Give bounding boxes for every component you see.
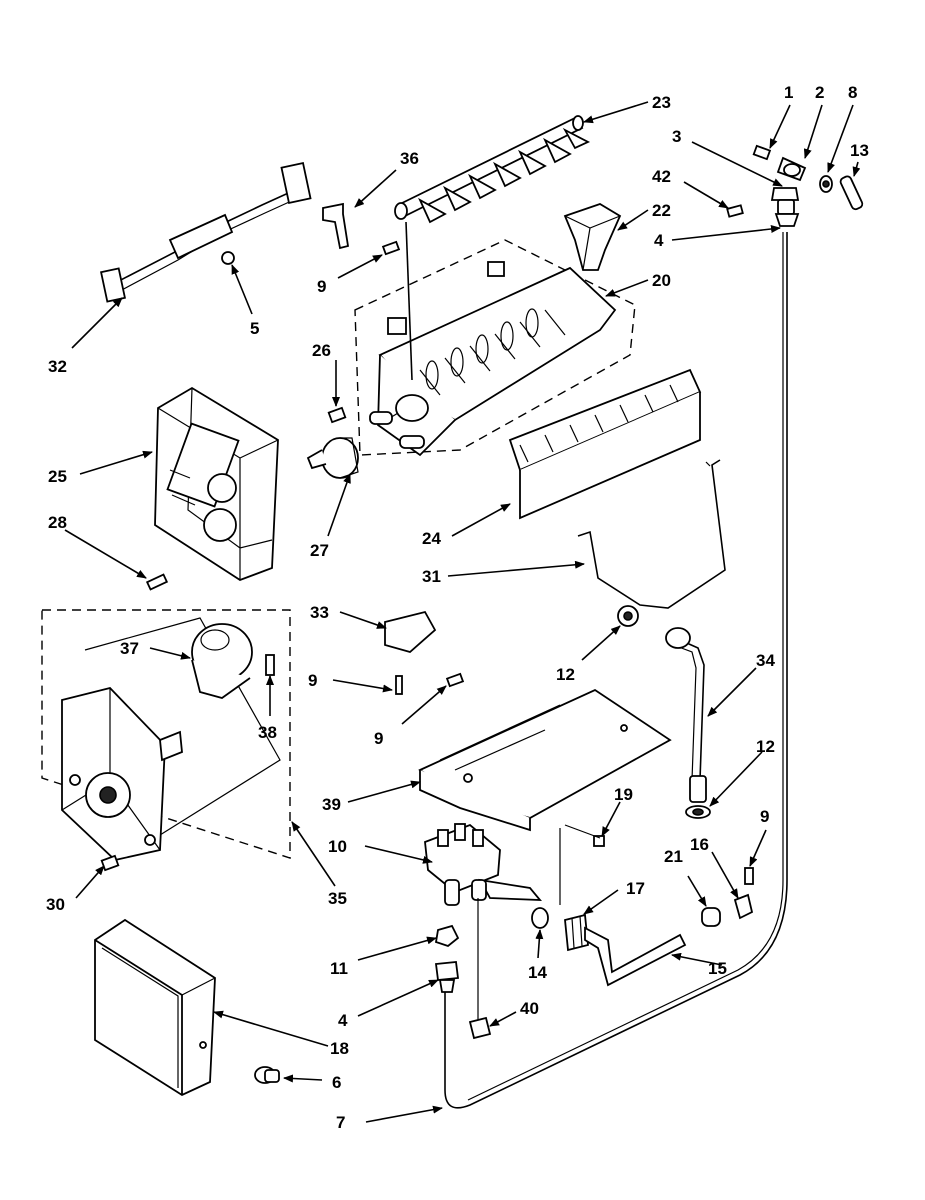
label-1: 1 (784, 83, 793, 102)
screw-part-26 (327, 406, 347, 424)
nut-part-11 (434, 924, 460, 948)
fitting-part-17 (564, 913, 589, 952)
screw-part-28 (145, 573, 169, 591)
label-10: 10 (328, 837, 347, 856)
stripper-part-24 (508, 368, 702, 520)
label-8: 8 (848, 83, 857, 102)
label-5: 5 (250, 319, 259, 338)
label-31: 31 (422, 567, 441, 586)
sleeve-part-4-bottom (434, 961, 460, 993)
label-12-bottom: 12 (756, 737, 775, 756)
label-37: 37 (120, 639, 139, 658)
ejector-rake-part-23 (394, 115, 591, 224)
label-34: 34 (756, 651, 775, 670)
label-23: 23 (652, 93, 671, 112)
mounting-plate-part-39 (418, 688, 672, 832)
label-11: 11 (330, 959, 348, 978)
label-35: 35 (328, 889, 347, 908)
label-32: 32 (48, 357, 67, 376)
fill-cup-part-22 (563, 203, 622, 271)
label-6: 6 (332, 1073, 341, 1092)
label-40: 40 (520, 999, 539, 1018)
label-14: 14 (528, 963, 547, 982)
label-33: 33 (310, 603, 329, 622)
label-16: 16 (690, 835, 709, 854)
label-12-top: 12 (556, 665, 575, 684)
fill-tube-part-15 (584, 926, 687, 987)
motor-housing-part-25 (154, 386, 279, 582)
part-number-labels: 1 2 8 13 3 42 4 23 36 22 20 9 32 5 26 25… (46, 83, 869, 1132)
label-28: 28 (48, 513, 67, 532)
water-valve-part-10 (424, 823, 542, 1020)
label-36: 36 (400, 149, 419, 168)
screw-part-38 (265, 654, 275, 676)
washer-part-12-top (617, 605, 639, 627)
label-13: 13 (850, 141, 869, 160)
cover-part-18 (94, 918, 216, 1097)
water-supply-tube (444, 232, 788, 1109)
label-30: 30 (46, 895, 65, 914)
motor-part-37 (191, 623, 253, 699)
label-9-right: 9 (760, 807, 769, 826)
label-9-low: 9 (374, 729, 383, 748)
label-2: 2 (815, 83, 824, 102)
screw-part-9a (381, 240, 401, 256)
label-21: 21 (664, 847, 683, 866)
label-9-mid: 9 (308, 671, 317, 690)
plug-part-6 (254, 1066, 280, 1084)
label-27: 27 (310, 541, 329, 560)
label-22: 22 (652, 201, 671, 220)
label-9-top: 9 (317, 277, 326, 296)
label-25: 25 (48, 467, 67, 486)
leader-lines (64, 101, 861, 1123)
control-module-part-35 (61, 617, 281, 861)
washer-part-12-bottom (685, 805, 711, 819)
washer-part-14 (531, 907, 549, 929)
grommet-part-21 (701, 907, 721, 927)
clip-part-33 (384, 610, 437, 653)
label-4-bottom: 4 (338, 1011, 348, 1030)
label-19: 19 (614, 785, 633, 804)
ice-mold-part-20 (369, 261, 617, 457)
label-17: 17 (626, 879, 645, 898)
label-7: 7 (336, 1113, 345, 1132)
clamp-part-16 (733, 893, 754, 920)
screw-part-19 (593, 835, 605, 847)
label-39: 39 (322, 795, 341, 814)
label-38: 38 (258, 723, 277, 742)
shutoff-arm-part-31 (577, 459, 726, 609)
motor-part-27 (306, 437, 359, 479)
label-15: 15 (708, 959, 727, 978)
nut-part-40 (468, 1016, 492, 1040)
label-42: 42 (652, 167, 671, 186)
wire-harness-part-32 (100, 162, 312, 303)
bracket-part-36 (322, 202, 350, 250)
water-hose-part-34 (665, 627, 707, 803)
label-26: 26 (312, 341, 331, 360)
label-20: 20 (652, 271, 671, 290)
label-18: 18 (330, 1039, 349, 1058)
label-4-top: 4 (654, 231, 664, 250)
label-24: 24 (422, 529, 441, 548)
screw-part-9d (744, 867, 754, 885)
nut-part-30 (100, 854, 120, 872)
fitting-parts-1-2-3-8-13-42 (726, 144, 864, 227)
label-3: 3 (672, 127, 681, 146)
